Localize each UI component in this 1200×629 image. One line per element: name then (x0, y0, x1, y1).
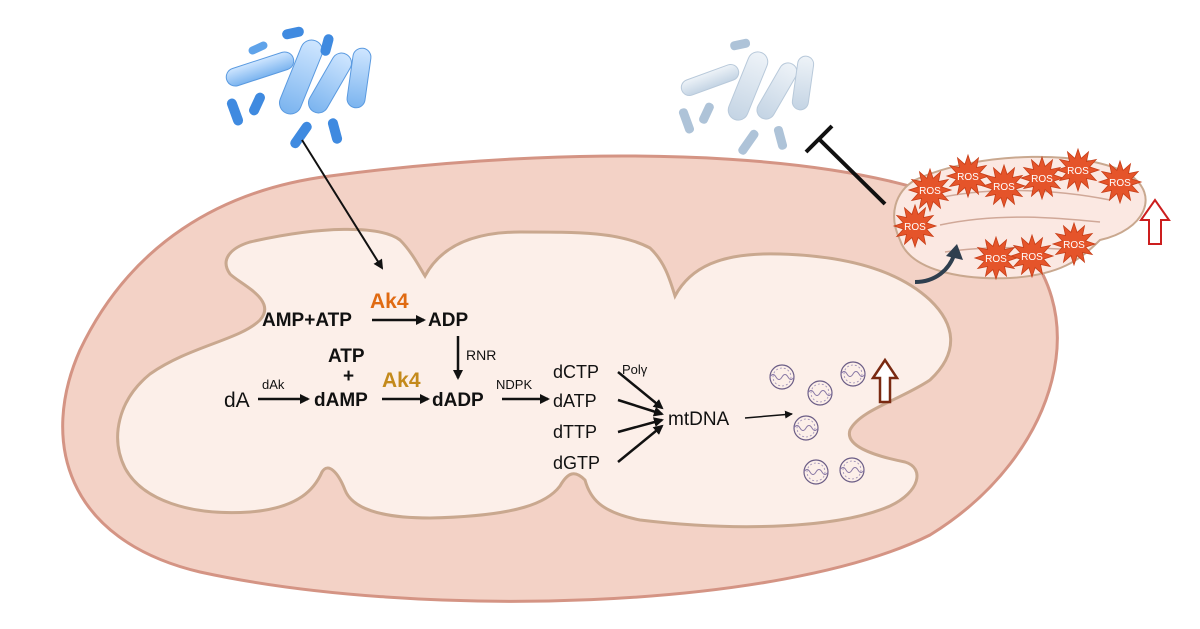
capsule-cluster-faded-icon (678, 38, 815, 155)
ros-label: ROS (993, 182, 1015, 193)
ros-burst: ROS (892, 203, 938, 249)
ak4-mid-label: Ak4 (382, 369, 421, 392)
ros-label: ROS (985, 254, 1007, 265)
inner-membrane (116, 227, 953, 529)
ros-burst: ROS (945, 153, 991, 199)
ak4-top-label: Ak4 (370, 290, 409, 313)
drug-entry-arrow (301, 139, 384, 270)
ros-burst: ROS (1019, 155, 1065, 201)
up-arrow-icon (870, 357, 900, 404)
ros-label: ROS (1021, 252, 1043, 263)
ros-label: ROS (904, 222, 926, 233)
dctp-label: dCTP (553, 362, 599, 382)
dadp-label: dADP (432, 390, 484, 411)
ros-label: ROS (1031, 174, 1053, 185)
dctp-arrow (617, 371, 664, 410)
pol-label: Polγ (622, 362, 648, 377)
capsule-cluster-icon (225, 26, 372, 149)
plus-label: + (343, 366, 354, 387)
mtdna-arrow (744, 410, 793, 419)
adp-top-label: ADP (428, 310, 468, 331)
ros-label: ROS (919, 186, 941, 197)
ros-generation-arrowhead (946, 244, 963, 260)
mtdna-label: mtDNA (668, 409, 730, 430)
dgtp-arrow (617, 424, 664, 463)
ros-burst: ROS (1009, 233, 1055, 279)
ros-label: ROS (1067, 166, 1089, 177)
ros-burst: ROS (1051, 221, 1097, 267)
atp-stack-label: ATP (328, 346, 365, 367)
ros-label: ROS (1109, 178, 1131, 189)
datp-arrow (617, 398, 664, 417)
ros-burst: ROS (907, 167, 953, 213)
ros-burst: ROS (973, 235, 1019, 281)
inhibition-bar-icon (804, 124, 887, 206)
da-label: dA (224, 389, 250, 412)
ndpk-label: NDPK (496, 377, 532, 392)
ros-burst: ROS (981, 163, 1027, 209)
dttp-arrow (617, 417, 664, 434)
ros-label: ROS (957, 172, 979, 183)
ros-bursts: ROS ROS ROS ROS ROS ROS ROS ROS ROS ROS (892, 147, 1143, 281)
rnr-label: RNR (466, 347, 496, 363)
datp-label: dATP (553, 391, 597, 411)
dgtp-label: dGTP (553, 453, 600, 473)
ros-label: ROS (1063, 240, 1085, 251)
dak-label: dAk (262, 377, 285, 392)
damp-label: dAMP (314, 390, 368, 411)
ros-burst: ROS (1097, 159, 1143, 205)
up-arrow-icon (1139, 198, 1171, 245)
dttp-label: dTTP (553, 422, 597, 442)
amp-atp-label: AMP+ATP (262, 310, 352, 331)
ros-burst: ROS (1055, 147, 1101, 193)
